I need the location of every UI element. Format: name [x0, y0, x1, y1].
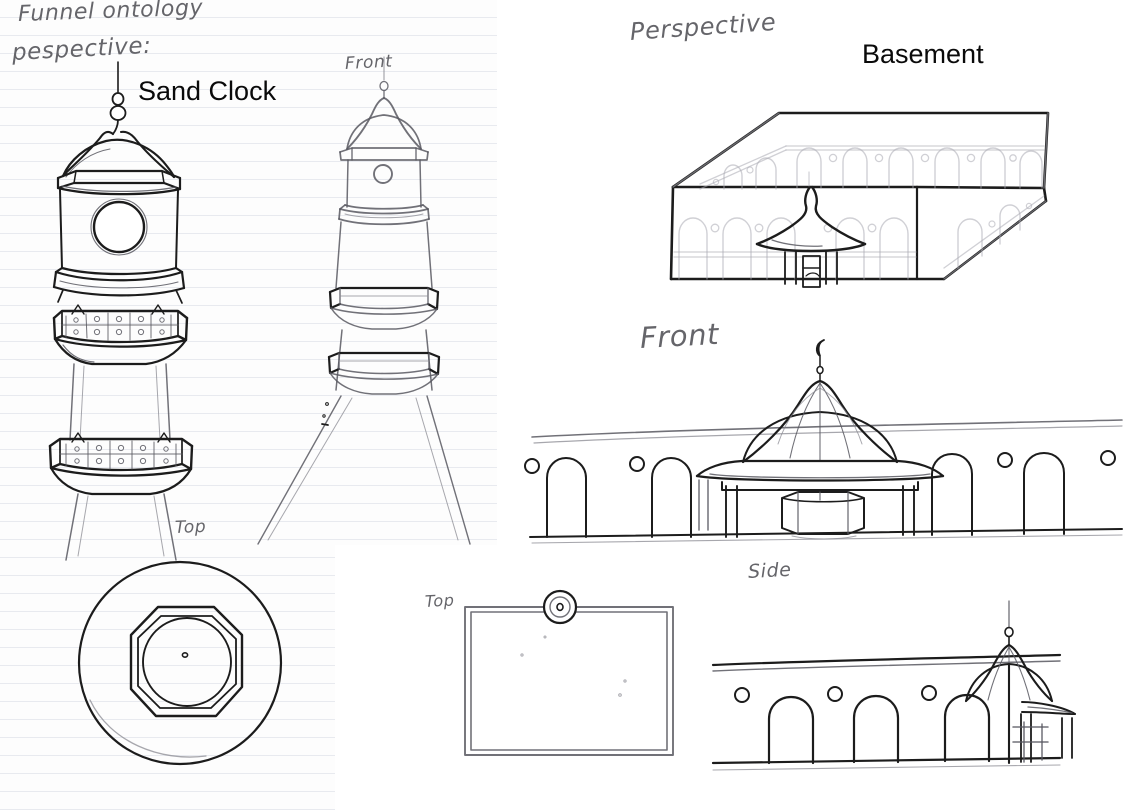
drawing-minaret-perspective: [48, 61, 194, 561]
label-basement: Basement: [862, 39, 984, 69]
courtyard-left-arcade: [699, 145, 787, 190]
label-side: Side: [747, 558, 793, 583]
drawing-courtyard-perspective: [669, 111, 1050, 288]
minaret-balcony-upper: [52, 304, 189, 366]
drawing-mosque-front: [524, 339, 1123, 544]
overlay-panel-right: [497, 0, 1123, 545]
courtyard-back-arcade: [785, 145, 1045, 189]
minaret-front-balcony-mid: [328, 286, 440, 330]
courtyard-central-pavilion: [755, 171, 867, 288]
courtyard-front-arcade: [673, 217, 917, 280]
courtyard-right-arcade: [943, 195, 1047, 280]
label-front-mosque: Front: [639, 316, 720, 355]
minaret-balcony-lower: [48, 432, 194, 496]
drawing-mosque-side: [711, 600, 1076, 771]
label-front-minaret: Front: [344, 51, 394, 74]
minaret-front-balcony-lower: [327, 351, 441, 395]
label-top-plan: Top: [424, 590, 456, 611]
label-top-minaret: Top: [174, 516, 207, 538]
drawing-site-top-plan: [464, 589, 674, 756]
mosque-front-canopy: [695, 339, 945, 540]
label-sand-clock: Sand Clock: [138, 76, 277, 106]
drawing-minaret-front: [257, 56, 471, 545]
mosque-side-pavilion: [964, 600, 1076, 765]
drawing-minaret-top-plan: [77, 560, 283, 766]
